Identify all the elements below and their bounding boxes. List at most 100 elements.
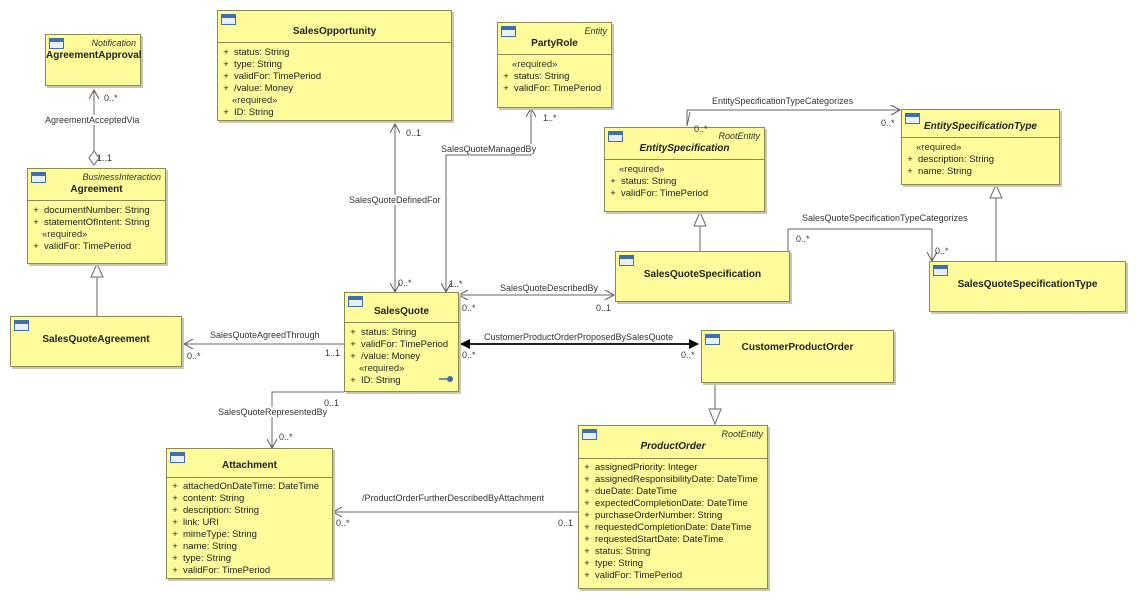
class-sales-quote[interactable]: SalesQuote +status: String +validFor: Ti… <box>344 292 459 392</box>
multiplicity: 0..* <box>336 518 350 528</box>
assoc-label: SalesQuoteSpecificationTypeCategorizes <box>802 213 968 223</box>
attribute-row: +documentNumber: String <box>33 205 150 216</box>
attribute-row: +validFor: TimePeriod <box>503 83 602 94</box>
assoc-sales-quote-represented-by <box>272 391 344 448</box>
class-name: AgreementApproval <box>46 50 142 61</box>
multiplicity: 1..* <box>543 113 557 123</box>
attribute-compartment: +status: String +validFor: TimePeriod +/… <box>345 322 458 387</box>
stereotype: BusinessInteraction <box>82 172 161 182</box>
attribute-row: +ID: String <box>223 107 274 118</box>
class-entity-specification[interactable]: RootEntity EntitySpecification «required… <box>604 127 765 212</box>
attribute-row: +status: String <box>223 47 290 58</box>
assoc-label: SalesQuoteAgreedThrough <box>210 330 320 340</box>
class-name: SalesQuoteSpecification <box>643 269 762 280</box>
attribute-row: +/value: Money <box>223 83 294 94</box>
stereotype: RootEntity <box>718 131 760 141</box>
assoc-label: SalesQuoteRepresentedBy <box>218 407 328 417</box>
multiplicity: 0..* <box>681 350 695 360</box>
class-party-role[interactable]: Entity PartyRole «required» +status: Str… <box>497 22 612 108</box>
attribute-row: +validFor: TimePeriod <box>610 188 709 199</box>
attribute-row: +description: String <box>172 505 260 516</box>
class-attachment[interactable]: Attachment +attachedOnDateTime: DateTime… <box>166 448 333 579</box>
class-sales-quote-specification[interactable]: SalesQuoteSpecification <box>615 251 790 302</box>
class-name: Agreement <box>70 184 123 195</box>
assoc-label: /ProductOrderFurtherDescribedByAttachmen… <box>362 493 545 503</box>
attribute-row: +dueDate: DateTime <box>584 486 678 497</box>
attribute-row: +validFor: TimePeriod <box>584 570 683 581</box>
attribute-row: +description: String <box>907 154 995 165</box>
multiplicity: 0..* <box>935 246 949 256</box>
attribute-row: +ID: String <box>350 375 401 386</box>
class-icon <box>905 113 920 124</box>
attribute-row: +status: String <box>584 546 651 557</box>
assoc-entity-spec-type-categorizes <box>686 110 900 126</box>
multiplicity: 0..* <box>279 432 293 442</box>
multiplicity: 0..* <box>462 350 476 360</box>
class-entity-specification-type[interactable]: EntitySpecificationType «required» +desc… <box>901 109 1060 185</box>
stereotype: Notification <box>91 38 136 48</box>
class-name: SalesQuoteAgreement <box>42 334 150 345</box>
multiplicity: 0..* <box>398 278 412 288</box>
class-sales-quote-specification-type[interactable]: SalesQuoteSpecificationType <box>929 261 1126 312</box>
stereotype: Entity <box>584 26 607 36</box>
stereotype <box>218 14 451 25</box>
assoc-label: SalesQuoteDefinedFor <box>349 195 441 205</box>
attribute-compartment: «required» +status: String +validFor: Ti… <box>498 54 611 95</box>
class-icon <box>619 255 634 266</box>
multiplicity: 0..1 <box>596 303 612 313</box>
required-stereotype: «required» <box>232 95 278 106</box>
class-name: SalesOpportunity <box>292 26 377 37</box>
attribute-row: +statementOfIntent: String <box>33 217 150 228</box>
assoc-label: EntitySpecificationTypeCategorizes <box>712 96 854 106</box>
class-icon <box>31 172 46 183</box>
attribute-row: +mimeType: String <box>172 529 257 540</box>
assoc-label: CustomerProductOrderProposedBySalesQuote <box>484 332 674 342</box>
class-product-order[interactable]: RootEntity ProductOrder +assignedPriorit… <box>578 425 768 589</box>
class-icon <box>348 296 363 307</box>
attribute-row: +link: URI <box>172 517 219 528</box>
multiplicity: 0..1 <box>406 128 422 138</box>
assoc-sales-quote-managed-by <box>445 108 531 292</box>
class-customer-product-order[interactable]: CustomerProductOrder <box>701 330 894 383</box>
assoc-label: SalesQuoteManagedBy <box>441 144 537 154</box>
class-sales-quote-agreement[interactable]: SalesQuoteAgreement <box>10 316 182 367</box>
multiplicity: 0..* <box>104 93 118 103</box>
class-agreement[interactable]: BusinessInteraction Agreement +documentN… <box>27 168 166 264</box>
class-name: EntitySpecificationType <box>924 121 1037 132</box>
multiplicity: 1..1 <box>97 153 113 163</box>
generalization-arrow-product-order <box>708 408 722 426</box>
class-sales-opportunity[interactable]: SalesOpportunity +status: String +type: … <box>217 10 452 121</box>
attribute-row: +validFor: TimePeriod <box>172 565 271 576</box>
generalization-arrow-entity-spec <box>693 210 707 227</box>
multiplicity: 0..* <box>694 124 708 134</box>
attribute-row: +validFor: TimePeriod <box>350 339 449 350</box>
multiplicity: 0..1 <box>324 398 340 408</box>
attribute-row: +type: String <box>223 59 283 70</box>
required-stereotype: «required» <box>359 363 405 374</box>
attribute-row: +requestedStartDate: DateTime <box>584 534 724 545</box>
attribute-row: +type: String <box>172 553 232 564</box>
attribute-row: +validFor: TimePeriod <box>33 241 132 252</box>
attribute-row: +name: String <box>172 541 237 552</box>
class-name: SalesQuoteSpecificationType <box>957 279 1098 290</box>
assoc-sq-spec-type-categorizes <box>787 228 932 261</box>
required-stereotype: «required» <box>512 59 558 70</box>
class-icon <box>501 26 516 37</box>
attribute-row: +name: String <box>907 166 972 177</box>
class-name: Attachment <box>221 460 277 471</box>
generalization-arrow-entity-spec-type <box>989 183 1003 199</box>
class-icon <box>608 131 623 142</box>
attribute-compartment: +status: String +type: String +validFor:… <box>218 42 451 119</box>
class-icon <box>221 14 236 25</box>
attribute-row: +status: String <box>503 71 570 82</box>
class-icon <box>933 265 948 276</box>
class-agreement-approval[interactable]: Notification AgreementApproval <box>45 34 142 86</box>
multiplicity: 0..* <box>796 234 810 244</box>
assoc-label: SalesQuoteDescribedBy <box>500 283 599 293</box>
attribute-row: +attachedOnDateTime: DateTime <box>172 481 320 492</box>
attribute-compartment: +attachedOnDateTime: DateTime +content: … <box>167 477 332 577</box>
key-icon <box>439 376 453 382</box>
class-name: ProductOrder <box>640 441 706 452</box>
attribute-row: +content: String <box>172 493 245 504</box>
